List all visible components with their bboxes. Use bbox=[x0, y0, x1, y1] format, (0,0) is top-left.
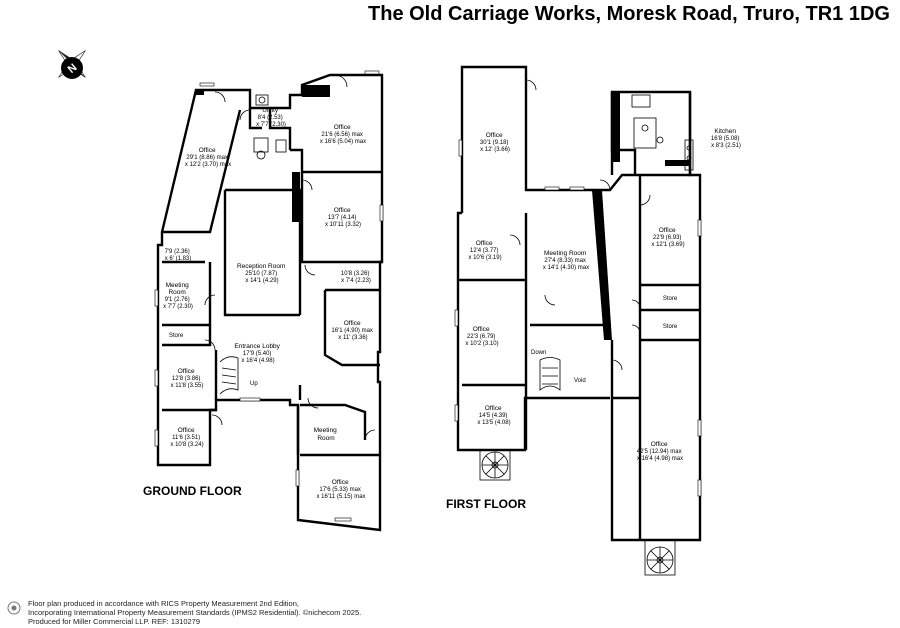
page-title: The Old Carriage Works, Moresk Road, Tru… bbox=[368, 3, 890, 25]
room-label-ff-office-a: Office 30'1 (9.18) x 12' (3.66) bbox=[480, 132, 510, 153]
room-label-store: Store bbox=[169, 333, 184, 339]
room-label-office-f: Office 11'6 (3.51) x 10'8 (3.24) bbox=[170, 427, 203, 448]
footer-line-1: Floor plan produced in accordance with R… bbox=[28, 599, 299, 608]
room-label-void: Void bbox=[574, 378, 586, 384]
stairs-down-label: Down bbox=[531, 350, 546, 356]
room-label-store-b: Store bbox=[663, 324, 678, 330]
room-label-office-a: Office 29'1 (8.86) max x 12'2 (3.70) max bbox=[185, 147, 231, 168]
ground-floor-plan: Office 29'1 (8.86) max x 12'2 (3.70) max… bbox=[154, 70, 384, 532]
ground-floor-label: GROUND FLOOR bbox=[143, 484, 242, 498]
room-label-office-e: Office 12'8 (3.86) x 11'8 (3.55) bbox=[171, 368, 204, 389]
stairs-up-label: Up bbox=[250, 381, 258, 387]
room-label-store-a: Store bbox=[663, 296, 678, 302]
room-label-ff-office-c: Office 22'3 (6.79) x 10'2 (3.10) bbox=[465, 326, 498, 347]
room-label-ff-office-f: Office 42'5 (12.94) max x 16'4 (4.98) ma… bbox=[637, 441, 684, 462]
room-label-office-g: Office 17'6 (5.33) max x 16'11 (5.15) ma… bbox=[316, 479, 365, 500]
room-label-ff-meeting: Meeting Room 27'4 (8.33) max x 14'1 (4.3… bbox=[543, 250, 589, 271]
room-label-meeting-a: Meeting Room 9'1 (2.76) x 7'7 (2.30) bbox=[163, 282, 193, 310]
footer-line-2: Incorporating International Property Mea… bbox=[28, 608, 362, 617]
room-label-small-a: 7'9 (2.36) x 6' (1.83) bbox=[165, 249, 192, 262]
room-label-ff-office-b: Office 12'4 (3.77) x 10'6 (3.19) bbox=[468, 240, 501, 261]
room-label-small-b: 10'8 (3.26) x 7'4 (2.23) bbox=[341, 271, 371, 284]
room-label-ff-office-e: Office 22'9 (6.93) x 12'1 (3.69) bbox=[651, 227, 684, 248]
room-label-ff-office-d: Office 14'5 (4.39) x 13'5 (4.08) bbox=[477, 405, 510, 426]
rics-logo-icon bbox=[7, 601, 21, 615]
room-label-office-b: Office 21'6 (6.56) max x 16'6 (5.04) max bbox=[320, 124, 366, 145]
room-label-lobby: Entrance Lobby 17'9 (5.40) x 16'4 (4.98) bbox=[234, 343, 281, 364]
room-label-office-c: Office 13'7 (4.14) x 10'11 (3.32) bbox=[325, 207, 361, 228]
room-label-utility: Utility 8'4 (2.53) x 7'7 (2.30) bbox=[256, 107, 286, 128]
compass-icon: N bbox=[58, 50, 86, 79]
first-floor-label: FIRST FLOOR bbox=[446, 497, 526, 511]
first-floor-plan: Office 30'1 (9.18) x 12' (3.66) Office 1… bbox=[454, 65, 741, 576]
room-label-office-d: Office 16'1 (4.90) max x 11' (3.36) bbox=[331, 320, 374, 341]
room-label-kitchen: Kitchen 16'8 (5.08) x 8'3 (2.51) bbox=[711, 128, 741, 149]
footer-line-3: Produced for Miller Commercial LLP. REF:… bbox=[28, 617, 201, 626]
room-label-meeting-b: Meeting Room bbox=[314, 427, 339, 442]
room-label-reception: Reception Room 25'10 (7.87) x 14'1 (4.29… bbox=[237, 263, 287, 284]
